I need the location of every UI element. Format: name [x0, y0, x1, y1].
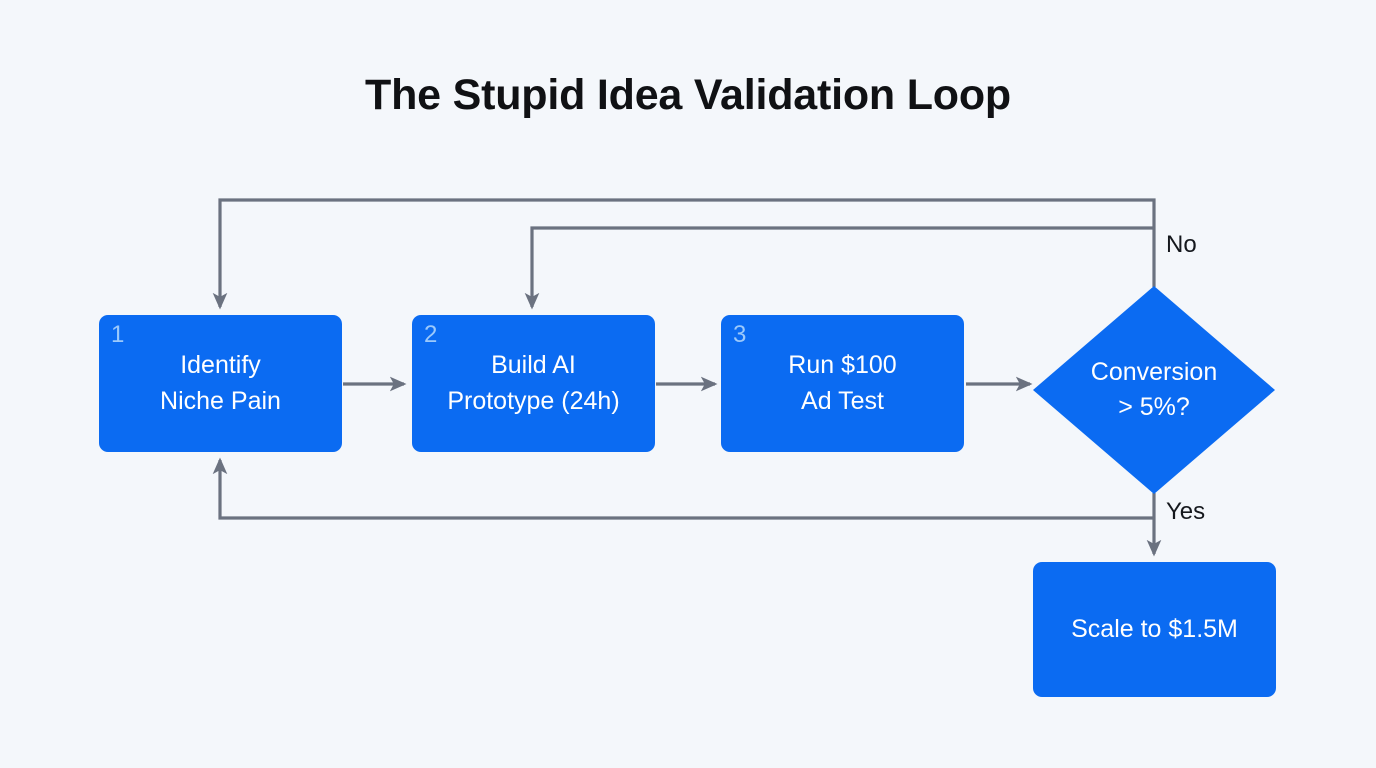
edge-no-to-identify — [212, 198, 1156, 310]
node-identify-label: Identify Niche Pain — [160, 351, 281, 415]
node-decision-conversion[interactable]: Conversion > 5%? — [1033, 286, 1275, 494]
node-adtest-label: Run $100 Ad Test — [788, 351, 897, 415]
step-number-1: 1 — [111, 321, 125, 348]
node-build-ai-prototype[interactable]: 2 Build AI Prototype (24h) — [412, 315, 655, 452]
node-run-ad-test[interactable]: 3 Run $100 Ad Test — [721, 315, 964, 452]
node-scale-revenue[interactable]: Scale to $1.5M — [1033, 562, 1276, 697]
step-number-2: 2 — [424, 321, 438, 348]
step-number-3: 3 — [733, 321, 747, 348]
node-prototype-label: Build AI Prototype (24h) — [447, 351, 620, 415]
node-decision-label: Conversion > 5%? — [1090, 357, 1218, 422]
edge-no-to-prototype — [524, 226, 1154, 310]
edge-label-no: No — [1166, 231, 1197, 258]
edge-label-yes: Yes — [1166, 498, 1206, 525]
edge-loop-back-to-identify — [212, 457, 1154, 520]
page-title: The Stupid Idea Validation Loop — [365, 71, 1011, 119]
node-scale-label: Scale to $1.5M — [1071, 614, 1238, 643]
node-identify-niche-pain[interactable]: 1 Identify Niche Pain — [99, 315, 342, 452]
